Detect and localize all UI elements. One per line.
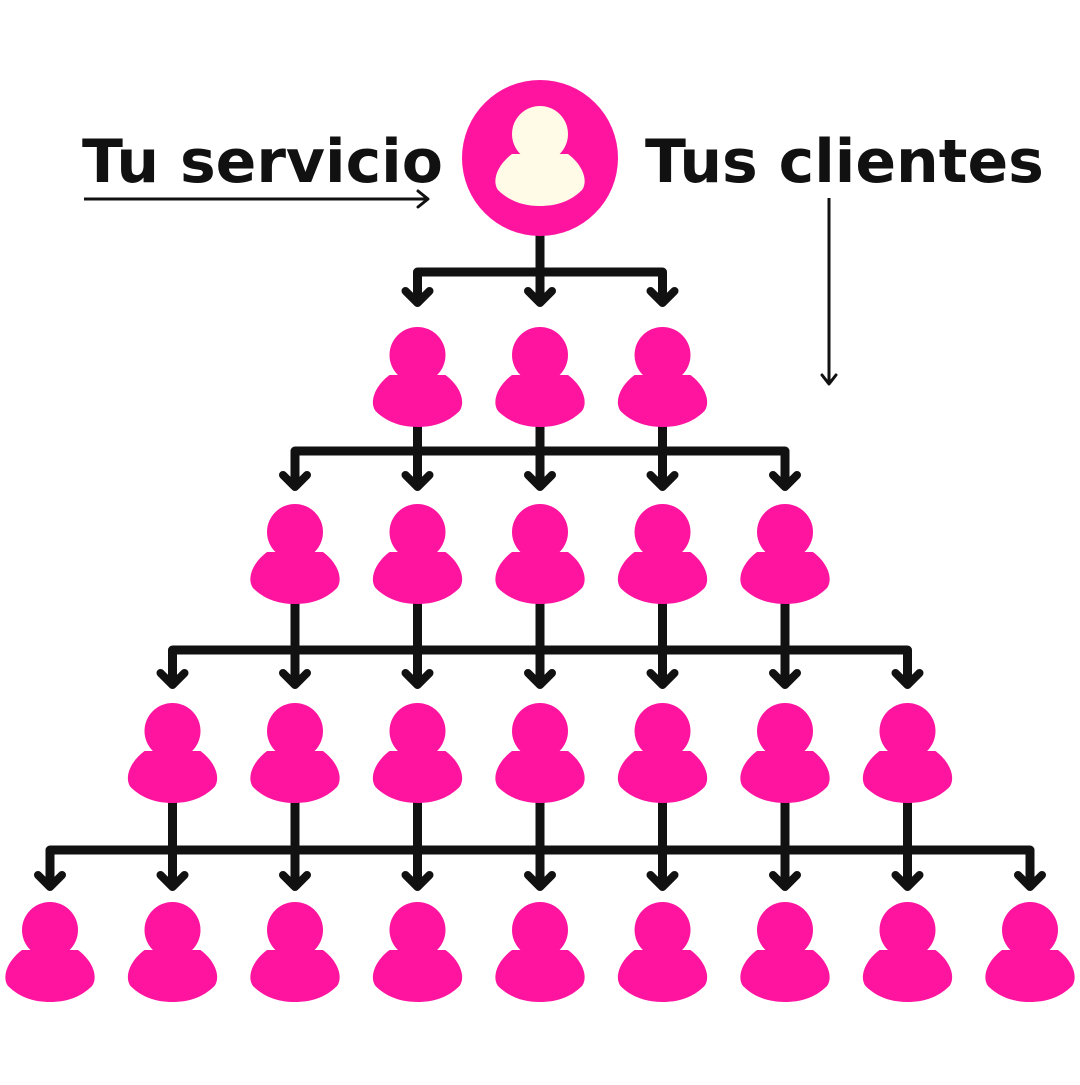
- person-icon: [127, 902, 218, 1002]
- clients-label: Tus clientes: [645, 127, 1044, 197]
- arrow-down-icon: [279, 871, 311, 891]
- person-icon: [862, 703, 953, 803]
- person-icon: [372, 902, 463, 1002]
- person-icon: [495, 504, 585, 604]
- arrow-down-icon: [769, 871, 801, 891]
- person-icon: [495, 327, 585, 427]
- connector-level-4: [34, 799, 1046, 891]
- arrow-down-icon: [156, 669, 189, 689]
- person-icon: [740, 902, 830, 1002]
- person-icon: [127, 703, 218, 803]
- arrow-down-icon: [401, 471, 434, 491]
- arrow-down-icon: [156, 871, 189, 891]
- arrow-down-icon: [524, 471, 556, 491]
- arrow-down-icon: [401, 669, 434, 689]
- person-icon: [617, 703, 708, 803]
- root-figure: [495, 106, 585, 206]
- arrow-down-icon: [891, 871, 924, 891]
- arrow-down-icon: [524, 871, 556, 891]
- connector-level-3: [156, 600, 924, 689]
- person-icon: [740, 703, 830, 803]
- arrow-down-icon: [524, 287, 556, 307]
- person-icon: [250, 703, 340, 803]
- person-icon: [740, 504, 830, 604]
- arrow-down-icon: [646, 669, 679, 689]
- arrow-down-icon: [891, 669, 924, 689]
- person-icon: [495, 902, 585, 1002]
- person-icon: [495, 703, 585, 803]
- arrow-down-icon: [279, 669, 311, 689]
- arrow-down-icon: [524, 669, 556, 689]
- person-icon: [862, 902, 953, 1002]
- arrow-down-icon: [646, 871, 679, 891]
- arrow-down-icon: [646, 287, 679, 307]
- person-icon: [617, 902, 708, 1002]
- person-icon: [250, 902, 340, 1002]
- service-arrow: [84, 189, 430, 209]
- arrow-down-icon: [401, 871, 434, 891]
- arrow-down-icon: [279, 471, 311, 491]
- people-group: [5, 80, 1075, 1002]
- person-icon: [250, 504, 340, 604]
- connector-lines: [34, 189, 1046, 891]
- arrow-down-icon: [769, 669, 801, 689]
- person-icon: [617, 504, 708, 604]
- service-label: Tu servicio: [82, 127, 443, 197]
- person-icon: [372, 703, 463, 803]
- person-icon: [985, 902, 1075, 1002]
- person-icon: [372, 327, 463, 427]
- person-icon: [5, 902, 95, 1002]
- arrow-down-icon: [401, 287, 434, 307]
- root-person-icon: [462, 80, 618, 236]
- person-icon: [617, 327, 708, 427]
- clients-arrow: [820, 198, 838, 386]
- connector-level-2: [279, 423, 801, 491]
- arrow-down-icon: [646, 471, 679, 491]
- arrow-down-icon: [769, 471, 801, 491]
- person-icon: [372, 504, 463, 604]
- arrow-down-icon: [34, 871, 66, 891]
- connector-level-1: [401, 232, 679, 307]
- arrow-down-icon: [1014, 871, 1046, 891]
